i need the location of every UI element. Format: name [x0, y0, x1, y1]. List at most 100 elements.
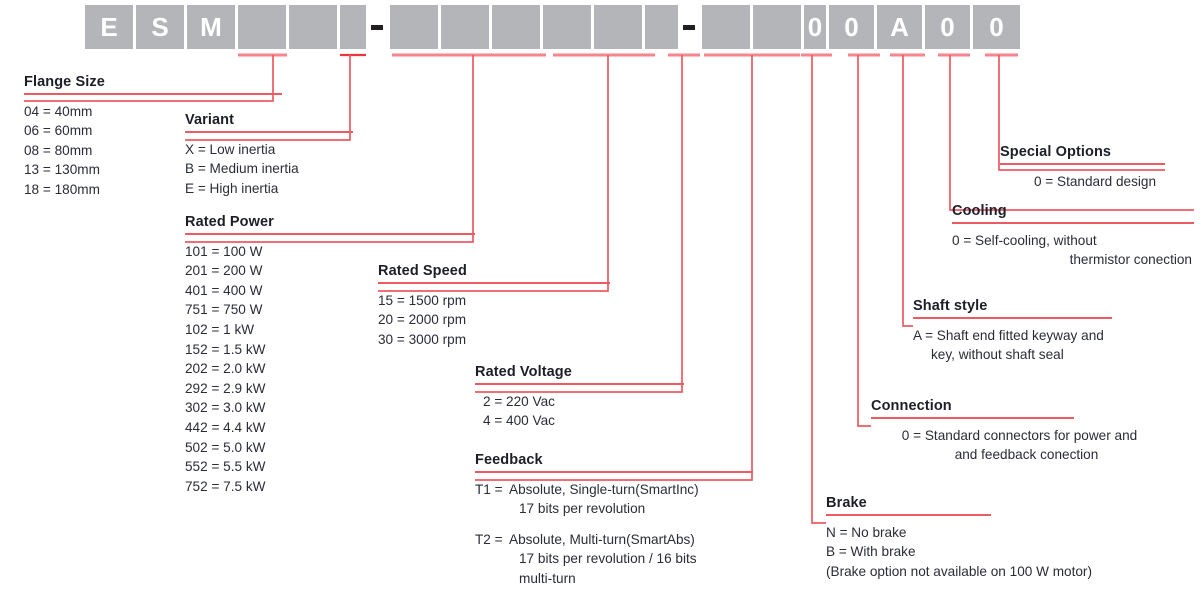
code-box-9[interactable] — [492, 5, 540, 49]
list-item: (Brake option not available on 100 W mot… — [826, 563, 1092, 579]
code-separator-2 — [683, 25, 695, 30]
list-item: 13 = 130mm — [24, 162, 100, 178]
code-box-10[interactable] — [543, 5, 591, 49]
code-separator-1 — [371, 25, 383, 30]
rated-power-title: Rated Power — [185, 214, 274, 230]
code-box-8[interactable] — [441, 5, 489, 49]
list-item: 751 = 750 W — [185, 302, 263, 318]
list-item: 30 = 3000 rpm — [378, 331, 467, 347]
rated-power-rule — [185, 233, 475, 235]
variant-title: Variant — [185, 112, 235, 128]
section-special-options: Special Options 0 = Standard design — [1000, 144, 1165, 191]
list-item: A = Shaft end fitted keyway and — [913, 327, 1104, 343]
list-item: and feedback conection — [954, 447, 1099, 463]
code-box-1[interactable]: E — [85, 5, 133, 49]
list-item: 0 = Standard connectors for power and — [901, 427, 1138, 443]
list-item: T2 =Absolute, Multi-turn(SmartAbs) — [475, 530, 753, 550]
list-item: T1 =Absolute, Single-turn(SmartInc) — [475, 480, 753, 500]
code-box-17[interactable]: A — [877, 5, 922, 49]
section-rated-power: Rated Power 101 = 100 W 201 = 200 W 401 … — [185, 214, 475, 496]
flange-size-list: 04 = 40mm 06 = 60mm 08 = 80mm 13 = 130mm… — [24, 102, 282, 200]
list-item: multi-turn — [519, 570, 576, 586]
rated-speed-title: Rated Speed — [378, 263, 467, 279]
list-item: 102 = 1 kW — [185, 321, 255, 337]
feedback-title: Feedback — [475, 452, 543, 468]
section-cooling: Cooling 0 = Self-cooling, without thermi… — [952, 203, 1194, 270]
code-box-2[interactable]: S — [136, 5, 184, 49]
brake-list: N = No brake B = With brake (Brake optio… — [826, 523, 1176, 582]
list-item: key, without shaft seal — [931, 347, 1064, 363]
list-item: 2 = 220 Vac — [483, 393, 555, 409]
list-item: 08 = 80mm — [24, 142, 93, 158]
list-item: 101 = 100 W — [185, 243, 263, 259]
rated-speed-rule — [378, 282, 610, 284]
cooling-title: Cooling — [952, 203, 1007, 219]
feedback-rule — [475, 471, 753, 473]
code-box-15[interactable]: 0 — [804, 5, 826, 49]
list-item: B = Medium inertia — [185, 161, 299, 177]
section-rated-speed: Rated Speed 15 = 1500 rpm 20 = 2000 rpm … — [378, 263, 610, 349]
brake-title: Brake — [826, 495, 867, 511]
variant-list: X = Low inertia B = Medium inertia E = H… — [185, 140, 353, 199]
list-item: 152 = 1.5 kW — [185, 341, 266, 357]
list-item: 292 = 2.9 kW — [185, 380, 266, 396]
brake-rule — [826, 514, 991, 516]
rated-voltage-list: 2 = 220 Vac 4 = 400 Vac — [475, 392, 684, 431]
shaft-style-list: A = Shaft end fitted keyway and key, wit… — [913, 326, 1193, 365]
feedback-t2-key: T2 = — [475, 531, 503, 547]
list-item: 15 = 1500 rpm — [378, 292, 467, 308]
list-item: 401 = 400 W — [185, 282, 263, 298]
list-item: 202 = 2.0 kW — [185, 361, 266, 377]
list-item: thermistor conection — [1069, 252, 1192, 268]
list-item: 502 = 5.0 kW — [185, 439, 266, 455]
special-options-rule — [1000, 163, 1165, 165]
list-item: 18 = 180mm — [24, 181, 100, 197]
feedback-t1-key: T1 = — [475, 481, 503, 497]
section-rated-voltage: Rated Voltage 2 = 220 Vac 4 = 400 Vac — [475, 364, 684, 431]
list-item: 20 = 2000 rpm — [378, 312, 467, 328]
code-box-4[interactable] — [238, 5, 286, 49]
rated-speed-list: 15 = 1500 rpm 20 = 2000 rpm 30 = 3000 rp… — [378, 291, 610, 350]
shaft-style-title: Shaft style — [913, 298, 988, 314]
list-item: 06 = 60mm — [24, 123, 93, 139]
rated-power-list: 101 = 100 W 201 = 200 W 401 = 400 W 751 … — [185, 242, 475, 497]
list-item: 752 = 7.5 kW — [185, 478, 266, 494]
section-flange-size: Flange Size 04 = 40mm 06 = 60mm 08 = 80m… — [24, 74, 282, 200]
section-variant: Variant X = Low inertia B = Medium inert… — [185, 112, 353, 198]
code-box-5[interactable] — [289, 5, 337, 49]
feedback-list: T1 =Absolute, Single-turn(SmartInc) 17 b… — [475, 480, 753, 589]
shaft-style-rule — [913, 317, 1112, 319]
section-brake: Brake N = No brake B = With brake (Brake… — [826, 495, 1092, 581]
code-box-18[interactable]: 0 — [925, 5, 970, 49]
section-connection: Connection 0 = Standard connectors for p… — [871, 398, 1137, 465]
code-box-14[interactable] — [753, 5, 801, 49]
code-box-13[interactable] — [702, 5, 750, 49]
list-item: N = No brake — [826, 524, 907, 540]
list-item: X = Low inertia — [185, 141, 276, 157]
code-box-19[interactable]: 0 — [973, 5, 1020, 49]
code-box-12[interactable] — [645, 5, 678, 49]
special-options-title: Special Options — [1000, 144, 1112, 160]
list-item: 4 = 400 Vac — [483, 413, 555, 429]
list-item: 17 bits per revolution — [519, 501, 646, 517]
spacer — [475, 519, 753, 530]
list-item: 0 = Standard design — [1033, 173, 1157, 189]
flange-size-rule — [24, 93, 282, 95]
list-item: B = With brake — [826, 544, 916, 560]
flange-size-title: Flange Size — [24, 74, 105, 90]
list-item: 302 = 3.0 kW — [185, 400, 266, 416]
rated-voltage-title: Rated Voltage — [475, 364, 572, 380]
code-box-11[interactable] — [594, 5, 642, 49]
code-box-6[interactable] — [340, 5, 366, 49]
list-item: 0 = Self-cooling, without — [952, 232, 1097, 248]
connection-rule — [871, 417, 1074, 419]
code-box-16[interactable]: 0 — [829, 5, 874, 49]
rated-voltage-rule — [475, 383, 684, 385]
code-box-7[interactable] — [390, 5, 438, 49]
list-item: E = High inertia — [185, 180, 279, 196]
connection-title: Connection — [871, 398, 952, 414]
cooling-rule — [952, 222, 1194, 224]
section-shaft-style: Shaft style A = Shaft end fitted keyway … — [913, 298, 1112, 365]
code-box-3[interactable]: M — [187, 5, 235, 49]
